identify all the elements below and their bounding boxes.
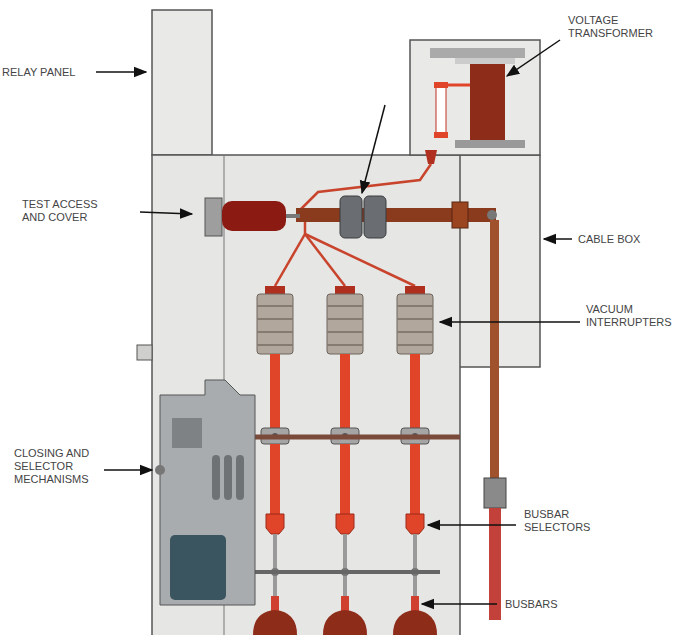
part-label: RELAY PANEL [2,66,102,79]
part-label: BUSBARS [505,598,605,611]
part-label: VOLTAGE TRANSFORMER [568,14,668,40]
part-label: VACUUM INTERRUPTERS [586,303,680,329]
part-label: CLOSING AND SELECTOR MECHANISMS [14,447,104,486]
part-label: BUSBAR SELECTORS [524,508,608,534]
part-label: TEST ACCESS AND COVER [22,198,112,224]
part-label: CABLE BOX [578,233,678,246]
